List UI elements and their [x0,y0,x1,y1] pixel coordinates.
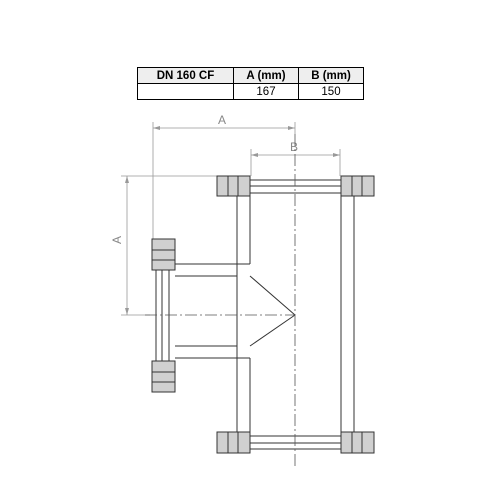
main-tube [236,179,355,450]
dimension-arrows [125,126,340,315]
side-branch [155,263,296,361]
flange-side-top [151,238,176,271]
dim-label-a-left: A [110,236,124,244]
dimension-table: DN 160 CF A (mm) B (mm) 167 150 [137,67,364,100]
dim-label-b-top: B [290,140,298,154]
flange-top-left [216,175,251,197]
table-row: 167 150 [137,83,364,100]
cell-a-value: 167 [233,83,299,100]
cell-b-value: 150 [298,83,364,100]
dimension-lines [121,122,341,316]
flange-bottom-right [340,431,375,454]
flange-side-bottom [151,360,176,393]
flange-bottom-left [216,431,251,454]
dim-label-a-top: A [218,113,226,127]
header-a: A (mm) [233,67,299,84]
flanges [151,175,375,454]
flange-top-right [340,175,375,197]
header-size: DN 160 CF [137,67,234,84]
bolt-holes [152,176,363,453]
table-header-row: DN 160 CF A (mm) B (mm) [137,67,364,84]
header-b: B (mm) [298,67,364,84]
center-lines [145,134,296,466]
